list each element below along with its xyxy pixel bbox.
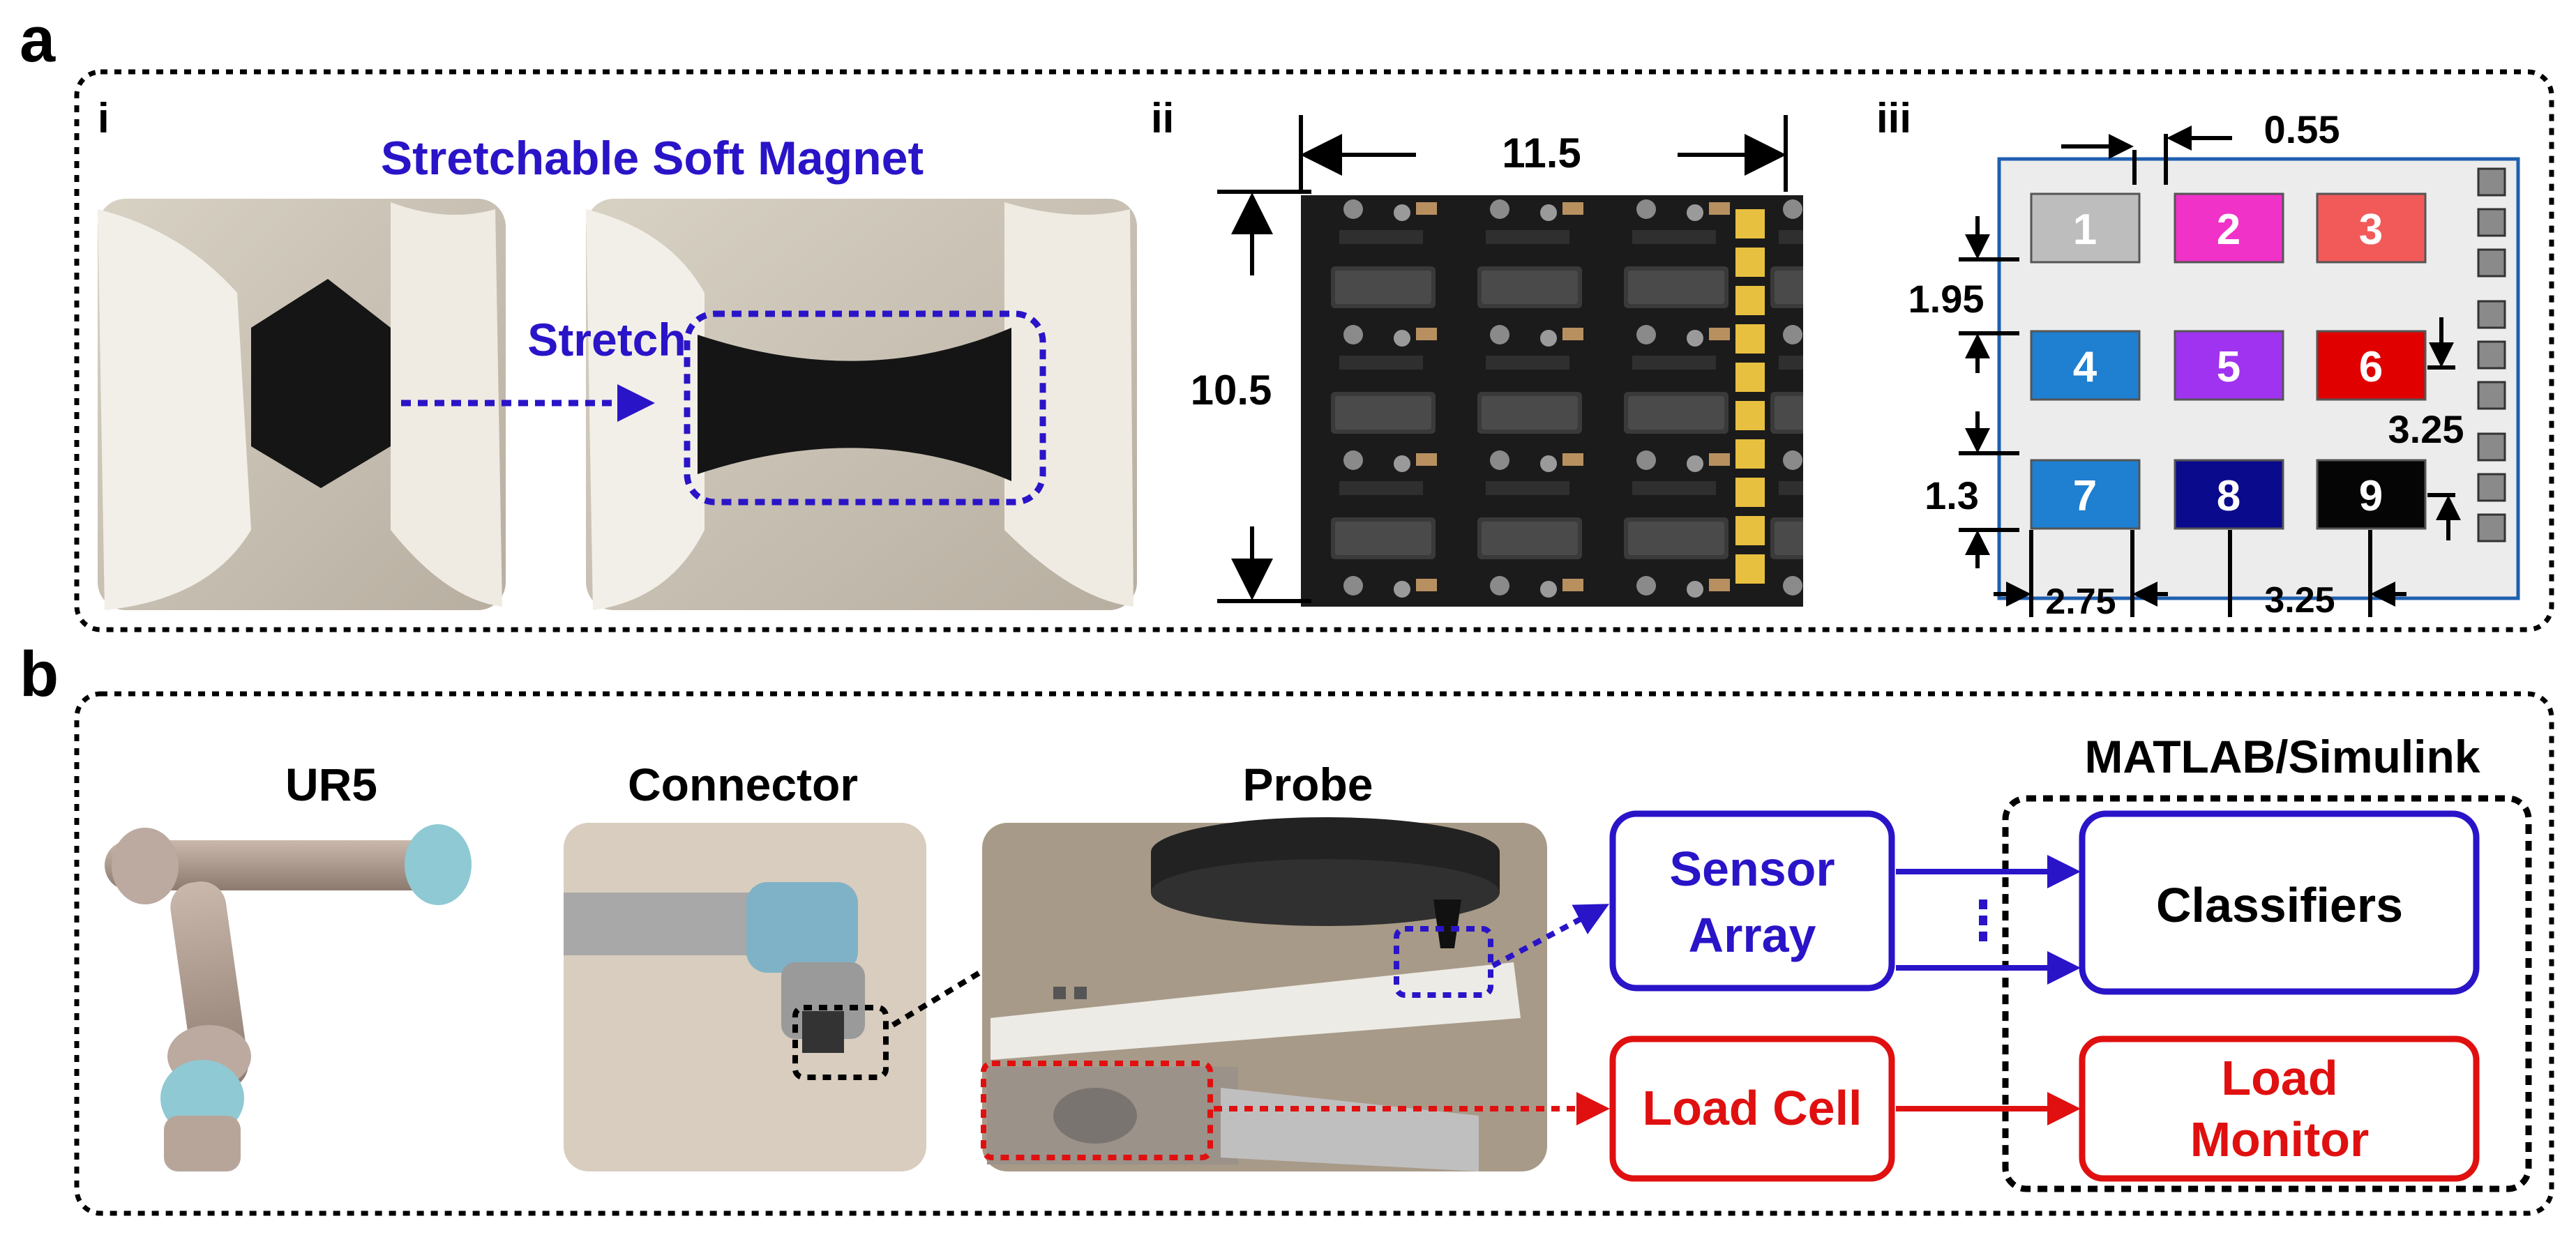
ellipsis-dots: [1979, 900, 1987, 941]
sensor-cell-number-1: 1: [2073, 206, 2097, 254]
dim-row-gap-value: 1.95: [1908, 277, 1984, 321]
stretch-label: Stretch: [527, 314, 686, 365]
sensor-cell-8: [2174, 459, 2284, 530]
connector-label: Connector: [628, 759, 858, 810]
sensor-cell-number-8: 8: [2217, 472, 2240, 520]
sensor-cell-number-4: 4: [2073, 343, 2097, 391]
matlab-frame: [2002, 795, 2532, 1192]
load-monitor-line2: Monitor: [2190, 1112, 2370, 1167]
dim-bottom-left-value: 1.3: [1925, 473, 1979, 517]
sensor-cell-6: [2316, 330, 2427, 401]
dim-right-value: 3.25: [2388, 407, 2464, 451]
board-width-dimension: [1299, 115, 1788, 192]
panel-b-letter: b: [20, 639, 59, 710]
panel-a-letter: a: [20, 4, 56, 75]
sub-iii-label: iii: [1876, 95, 1911, 142]
sensor-cell-number-6: 6: [2359, 343, 2383, 391]
probe-label: Probe: [1242, 759, 1373, 810]
sensor-cell-4: [2030, 330, 2141, 401]
load-cell-text: Load Cell: [1642, 1081, 1862, 1135]
sensor-array-line2: Array: [1689, 908, 1816, 962]
sensor-highlight-box: [1394, 926, 1493, 998]
sensor-cell-1: [2030, 192, 2141, 264]
sensor-cell-9: [2316, 459, 2427, 530]
board-width-value: 11.5: [1502, 130, 1581, 176]
loadcell-highlight-box: [981, 1061, 1213, 1160]
panel-a-frame: [74, 69, 2554, 632]
layout-dimension-lines: [1959, 126, 2461, 617]
dim-top-value: 0.55: [2264, 107, 2340, 151]
dim-col-a-value: 2.75: [2045, 582, 2116, 622]
probe-to-sensor-arrow: [1491, 904, 1610, 969]
sensor-cell-number-5: 5: [2217, 343, 2240, 391]
sensor-cell-2: [2174, 192, 2284, 264]
soft-magnet-title: Stretchable Soft Magnet: [381, 132, 924, 185]
ur5-robot-arm: [105, 824, 472, 1171]
sensor-array-line1: Sensor: [1669, 842, 1835, 896]
panel-b-frame: [74, 691, 2554, 1216]
sensor-board-photo: [1301, 195, 1803, 607]
sensor-cell-number-2: 2: [2217, 206, 2240, 254]
board-height-value: 10.5: [1191, 367, 1272, 413]
sensor-cell-number-7: 7: [2073, 472, 2097, 520]
connector-highlight-box: [792, 1005, 889, 1080]
sensor-cell-number-3: 3: [2359, 206, 2383, 254]
sensor-cells: 1 2 3 4 5 6 7 8 9: [2030, 192, 2427, 530]
sensor-cell-5: [2174, 330, 2284, 401]
board-height-dimension: [1217, 190, 1311, 603]
dim-col-b-value: 3.25: [2264, 580, 2335, 621]
magnet-photo-relaxed: [98, 199, 506, 610]
sensor-cell-number-9: 9: [2359, 472, 2383, 520]
load-monitor-line1: Load: [2221, 1051, 2337, 1105]
stretch-highlight-box: [684, 310, 1046, 506]
sub-i-label: i: [98, 95, 110, 142]
probe-photo: [982, 817, 1547, 1171]
sensor-array-box: [1609, 810, 1895, 992]
sensor-cell-7: [2030, 459, 2141, 530]
classifiers-text: Classifiers: [2156, 878, 2403, 932]
load-monitor-box: [2079, 1035, 2480, 1182]
ur5-label: UR5: [285, 759, 377, 810]
load-cell-box: [1609, 1035, 1895, 1182]
magnet-photo-stretched: [586, 199, 1137, 610]
connector-photo: [564, 823, 926, 1171]
sensor-cell-3: [2316, 192, 2427, 264]
classifiers-box: [2079, 810, 2480, 995]
matlab-label: MATLAB/Simulink: [2084, 731, 2480, 782]
sub-ii-label: ii: [1151, 95, 1174, 142]
